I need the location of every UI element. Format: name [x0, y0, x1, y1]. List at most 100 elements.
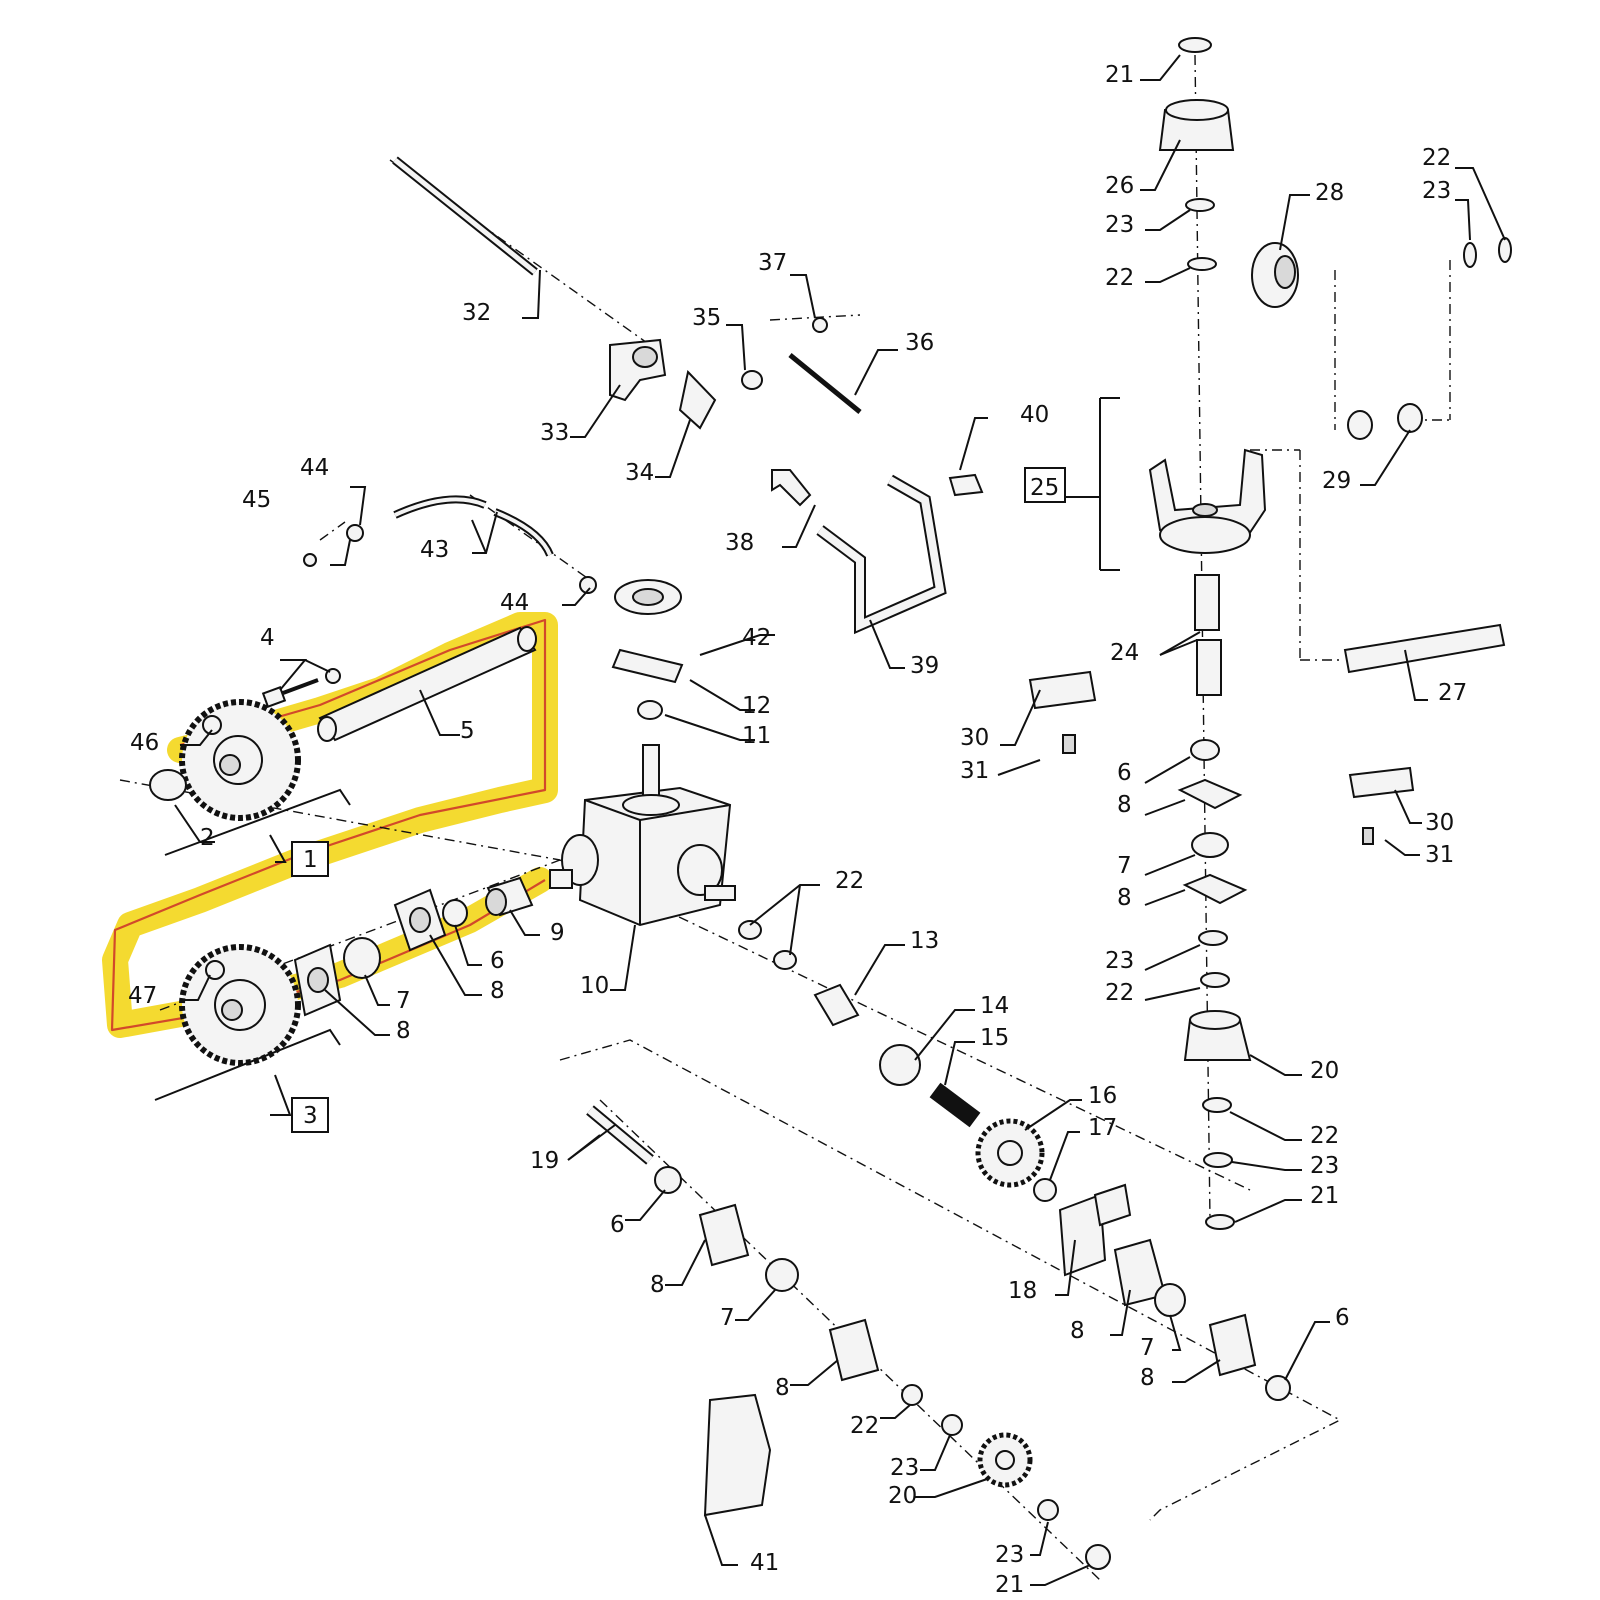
part-17-ring	[1033, 1178, 1057, 1202]
label-4: 4	[260, 625, 275, 651]
part-31-screw-a	[1062, 734, 1076, 754]
part-6-ring-d	[1190, 739, 1220, 761]
label-33: 33	[540, 420, 569, 446]
part-35-bushing	[741, 370, 763, 390]
part-20-gear-upper	[1183, 1010, 1252, 1061]
part-30-plate-b	[1348, 766, 1415, 799]
label-6-right: 6	[1117, 760, 1132, 786]
part-16-sprocket	[975, 1118, 1045, 1188]
part-22-washer-a	[738, 920, 762, 940]
part-15-spring	[929, 1082, 981, 1128]
part-7-bearing-b	[1154, 1283, 1186, 1317]
label-14: 14	[980, 993, 1009, 1019]
part-21-seal-top	[1178, 37, 1212, 53]
label-8-right-b: 8	[1117, 885, 1132, 911]
part-8-flange-d	[1208, 1313, 1257, 1377]
label-22-mid: 22	[1105, 980, 1134, 1006]
part-7-bearing-c	[765, 1258, 799, 1292]
label-25: 25	[1030, 475, 1059, 501]
label-46: 46	[130, 730, 159, 756]
part-6-ring	[442, 899, 468, 927]
label-8-right-a: 8	[1117, 792, 1132, 818]
part-10-gearbox	[549, 744, 736, 927]
part-22-washer-low	[1202, 1097, 1232, 1113]
part-7-bearing-d	[1191, 832, 1229, 858]
label-11: 11	[742, 723, 771, 749]
part-40-clip	[948, 473, 984, 497]
label-31-b: 31	[1425, 842, 1454, 868]
part-27-shaft	[1343, 623, 1506, 674]
part-22-washer-r	[1498, 237, 1512, 263]
part-44-fitting-b	[579, 576, 597, 594]
part-47-sprocket-lower	[179, 944, 301, 1066]
label-18: 18	[1008, 1278, 1037, 1304]
label-22-top: 22	[1105, 265, 1134, 291]
part-labels: 21 26 23 22 28 22 23 29 32 33 34 35 37 3…	[128, 62, 1467, 1598]
label-23-low: 23	[1310, 1153, 1339, 1179]
label-32: 32	[462, 300, 491, 326]
part-23-washer-low	[1203, 1152, 1233, 1168]
label-23-right: 23	[1422, 178, 1451, 204]
label-23-mid: 23	[1105, 948, 1134, 974]
label-19: 19	[530, 1148, 559, 1174]
part-8-flange-g	[1177, 778, 1243, 810]
part-23-washer-r	[1463, 242, 1477, 268]
part-12-plate	[611, 648, 684, 684]
label-22-center: 22	[835, 868, 864, 894]
part-7-bearing	[343, 937, 381, 979]
label-3: 3	[303, 1103, 318, 1129]
part-25-yoke	[1148, 448, 1267, 554]
label-7-br: 7	[1140, 1335, 1155, 1361]
label-44-b: 44	[500, 590, 529, 616]
label-41: 41	[750, 1550, 779, 1576]
part-45-fitting	[303, 553, 317, 567]
label-9: 9	[550, 920, 565, 946]
part-22-washer-c	[901, 1384, 923, 1406]
label-42: 42	[742, 625, 771, 651]
label-8-left-a: 8	[490, 978, 505, 1004]
label-8-br-b: 8	[1140, 1365, 1155, 1391]
label-7-lower: 7	[720, 1305, 735, 1331]
label-22-lower: 22	[850, 1413, 879, 1439]
label-21-top: 21	[1105, 62, 1134, 88]
label-20-right: 20	[1310, 1058, 1339, 1084]
label-6-br: 6	[1335, 1305, 1350, 1331]
label-22-right: 22	[1422, 145, 1451, 171]
part-18-bracket	[1058, 1193, 1107, 1277]
label-30-b: 30	[1425, 810, 1454, 836]
label-23-top: 23	[1105, 212, 1134, 238]
label-15: 15	[980, 1025, 1009, 1051]
label-34: 34	[625, 460, 654, 486]
label-20-lower: 20	[888, 1483, 917, 1509]
label-box-3	[291, 1097, 329, 1133]
label-38: 38	[725, 530, 754, 556]
part-37-nut	[812, 317, 828, 333]
part-34-plate	[678, 369, 717, 430]
part-11-bearing	[637, 700, 663, 720]
label-27: 27	[1438, 680, 1467, 706]
label-13: 13	[910, 928, 939, 954]
label-22-low: 22	[1310, 1123, 1339, 1149]
part-26-gear	[1158, 99, 1235, 151]
part-22-washer-top	[1187, 257, 1217, 271]
label-44-a: 44	[300, 455, 329, 481]
part-4-bolt	[261, 686, 287, 708]
part-28-gear	[1251, 242, 1299, 308]
label-26: 26	[1105, 173, 1134, 199]
part-29-bushing-b	[1397, 403, 1423, 433]
label-37: 37	[758, 250, 787, 276]
part-6-ring-b	[1265, 1375, 1291, 1401]
label-47: 47	[128, 983, 157, 1009]
part-13-bushing	[813, 983, 860, 1027]
part-2-bushing	[149, 769, 187, 801]
label-12: 12	[742, 693, 771, 719]
part-23-washer-top	[1185, 198, 1215, 212]
part-21-seal-lower	[1085, 1544, 1111, 1570]
label-45: 45	[242, 487, 271, 513]
label-box-25	[1024, 467, 1066, 503]
label-43: 43	[420, 537, 449, 563]
label-29: 29	[1322, 468, 1351, 494]
label-36: 36	[905, 330, 934, 356]
label-21-low: 21	[1310, 1183, 1339, 1209]
